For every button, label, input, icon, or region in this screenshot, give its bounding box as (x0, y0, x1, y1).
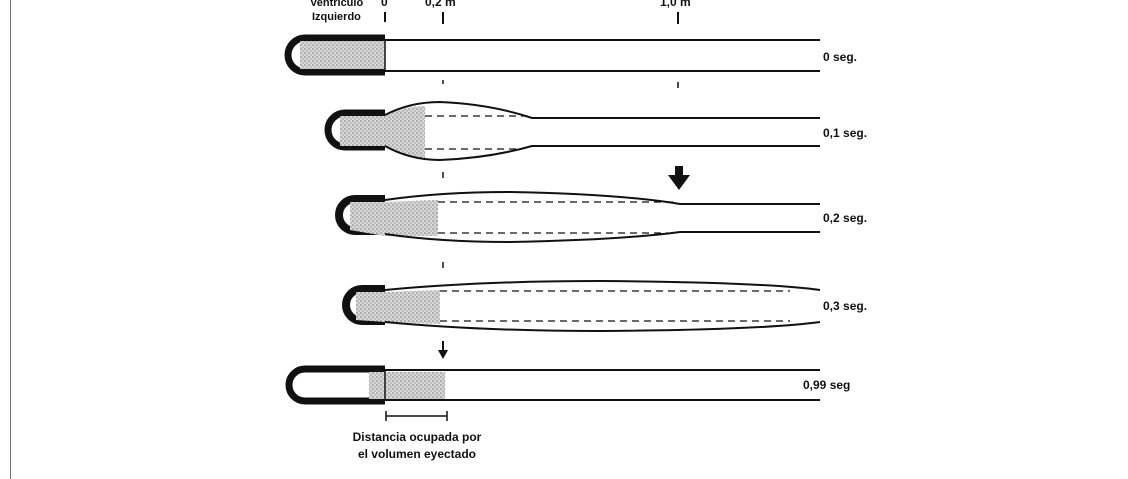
stage-0-time-label: 0 seg. (823, 50, 857, 64)
stage-0-seg: 0 seg. (288, 38, 857, 72)
stage-02-seg: 0,2 seg. (339, 192, 867, 242)
ventricle-label-line2: Izquierdo (312, 11, 361, 23)
distance-mark-02-label: 0,2 m (425, 0, 456, 9)
stage-4-time-label: 0,99 seg (803, 378, 850, 392)
distance-ticks (385, 12, 678, 24)
stage-01-seg: 0,1 seg. (328, 102, 867, 160)
stage-03-seg: 0,3 seg. (346, 281, 867, 331)
stage-099-seg: 0,99 seg (289, 369, 850, 401)
distance-mark-0-label: 0 (381, 0, 388, 9)
stage-1-time-label: 0,1 seg. (823, 126, 867, 140)
ventricle-label-line1: Ventrículo (310, 0, 363, 9)
stage-2-time-label: 0,2 seg. (823, 211, 867, 225)
wavefront-arrow-large (668, 166, 690, 190)
distance-mark-10-label: 1,0 m (660, 0, 691, 9)
wavefront-arrow-small (438, 341, 448, 359)
small-ticks-row1 (443, 80, 678, 88)
caption-line2: el volumen eyectado (358, 447, 476, 461)
stage-3-time-label: 0,3 seg. (823, 299, 867, 313)
ejected-volume-bracket (386, 411, 447, 421)
caption-line1: Distancia ocupada por (353, 430, 482, 444)
